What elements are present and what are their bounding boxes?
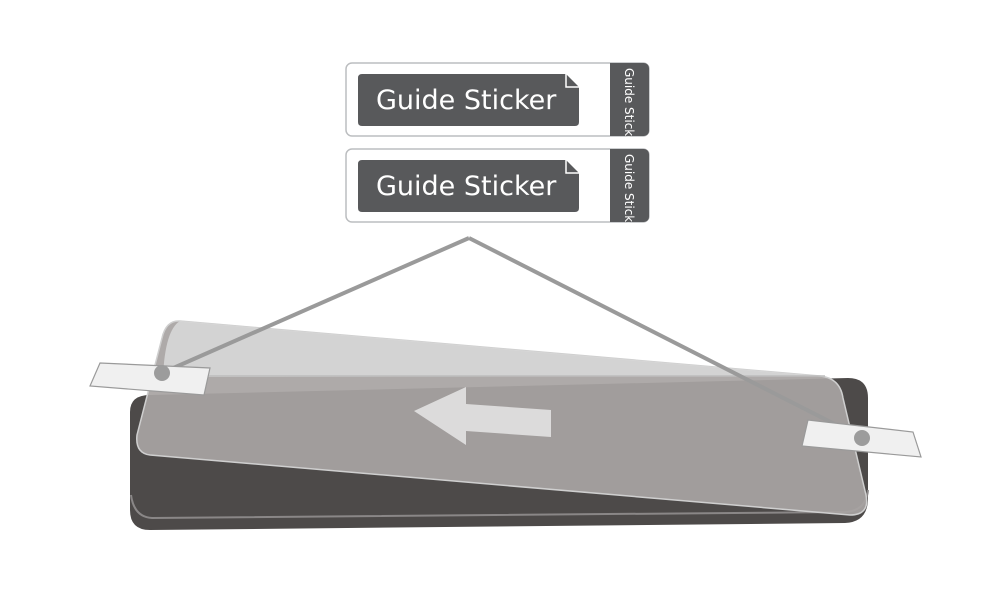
left-arrow-icon	[414, 387, 551, 445]
guide-sticker-label: Guide Sticker	[376, 171, 557, 202]
guide-tab-left	[89, 362, 211, 396]
pin-right	[854, 430, 870, 446]
pointer-lines	[161, 236, 863, 440]
guide-sticker-side-label: Guide Sticker	[622, 154, 636, 234]
guide-sticker-card-2: Guide Sticker Guide Sticker	[345, 148, 650, 234]
guide-sticker-label: Guide Sticker	[376, 85, 557, 116]
guide-sticker-side-label: Guide Sticker	[622, 68, 636, 148]
pin-left	[154, 365, 170, 381]
guide-sticker-card-1: Guide Sticker Guide Sticker	[345, 62, 650, 148]
guide-tab-right	[801, 419, 922, 458]
